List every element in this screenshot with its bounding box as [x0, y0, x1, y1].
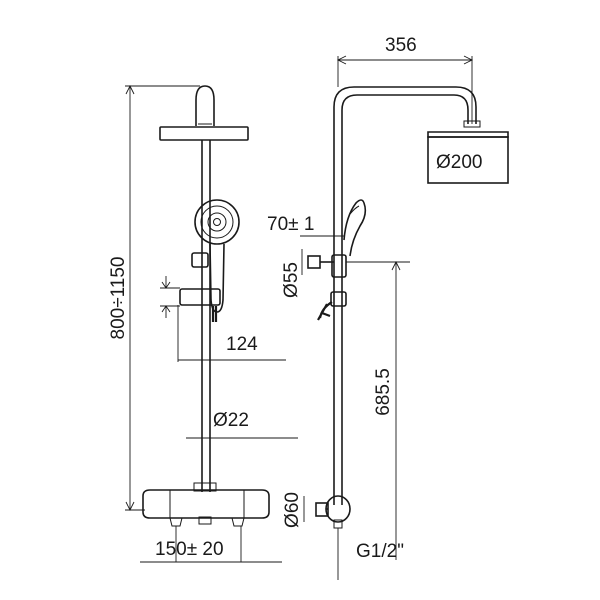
mixer-depth-label: 124 — [226, 334, 258, 355]
inlet-height-label: 685.5 — [373, 368, 394, 416]
side-holder — [307, 254, 347, 278]
arm-length-label: 356 — [385, 35, 417, 56]
outlet-diameter-label: Ø60 — [282, 492, 303, 528]
front-hand-shower-handle — [209, 243, 225, 313]
thread-label: G1/2" — [356, 541, 404, 562]
front-hand-shower-head — [194, 199, 240, 245]
front-hose-tip — [211, 306, 218, 322]
side-hose — [317, 301, 333, 321]
holder-diameter-label: Ø55 — [281, 262, 302, 298]
front-view — [142, 85, 270, 527]
front-holder — [191, 252, 209, 268]
front-adjust-arrows — [160, 276, 180, 318]
side-inlet — [315, 495, 351, 529]
front-slider — [179, 288, 221, 306]
rail-diameter-label: Ø22 — [213, 410, 249, 431]
holder-offset-label: 70± 1 — [267, 214, 314, 235]
front-thermostatic-mixer — [142, 482, 270, 527]
side-rail-front — [333, 86, 477, 505]
front-dimensions: 800÷1150 124 Ø22 150± 20 — [108, 84, 298, 563]
total-height-label: 800÷1150 — [108, 257, 129, 340]
front-rain-head — [159, 126, 249, 141]
inlet-spacing-label: 150± 20 — [155, 539, 224, 560]
front-top-stub — [195, 85, 215, 126]
head-diameter-label: Ø200 — [436, 152, 482, 173]
side-slider — [330, 291, 347, 307]
side-dimensions: 356 70± 1 Ø55 685.5 Ø60 G1/2" — [267, 35, 474, 580]
side-rail-back — [341, 94, 469, 505]
side-hand-shower — [343, 199, 367, 257]
side-view: Ø200 — [307, 86, 509, 529]
